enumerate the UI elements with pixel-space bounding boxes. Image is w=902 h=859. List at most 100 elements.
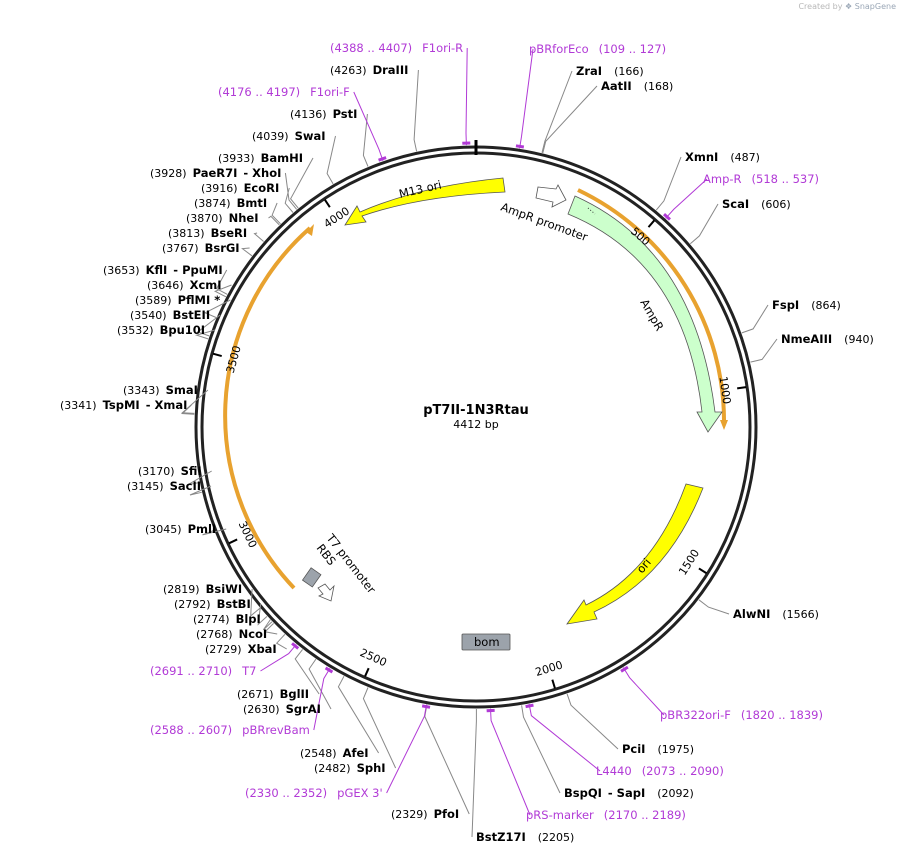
leader-pfoi (424, 704, 470, 815)
site-xmni[interactable]: (487)XmnI (685, 150, 760, 164)
primer-f1ori-f[interactable]: (4176 .. 4197)F1ori-F (218, 85, 350, 99)
tick-3500 (212, 352, 222, 358)
site-name: BmtI (237, 196, 268, 210)
ampr-feature[interactable] (567, 195, 723, 433)
rbs-feature[interactable] (301, 567, 322, 588)
site-position: (1975) (657, 743, 694, 756)
primer-range: (2588 .. 2607) (150, 723, 232, 737)
site-bseri[interactable]: (3813)BseRI (168, 226, 247, 240)
leader-afei (337, 675, 380, 754)
site-ecori[interactable]: (3916)EcoRI (201, 181, 279, 195)
tick-3000 (228, 538, 238, 545)
primer-range: (2691 .. 2710) (150, 664, 232, 678)
site-alwni[interactable]: (1566)AlwNI (733, 607, 819, 621)
site-name: ZraI (576, 64, 602, 78)
site-xcmi[interactable]: (3646)XcmI (147, 278, 222, 292)
leader-sfii (187, 470, 212, 486)
site-bglii[interactable]: (2671) BglII (237, 687, 309, 701)
site-draiii[interactable]: (4263)DraIII (330, 63, 408, 77)
site-name: NheI (229, 211, 259, 225)
site-pmli[interactable]: (3045)PmlI (145, 522, 216, 536)
site-scai[interactable]: (606)ScaI (722, 197, 791, 211)
primer-pbrforeco[interactable]: (109 .. 127)pBRforEco (529, 42, 666, 56)
primer-amp-r[interactable]: (518 .. 537)Amp-R (703, 172, 819, 186)
primer-name: T7 (241, 664, 256, 678)
site-name: TspMI (103, 398, 140, 412)
primer-name: F1ori-R (422, 41, 463, 55)
primer-range: (2073 .. 2090) (642, 764, 724, 778)
site-name: PciI (622, 742, 645, 756)
site-fspi[interactable]: (864)FspI (772, 298, 841, 312)
site-afei[interactable]: (2548)AfeI (300, 746, 369, 760)
site-name: BstEII (173, 308, 211, 322)
site-swai[interactable]: (4039)SwaI (252, 129, 326, 143)
site-tspmi[interactable]: (3341)TspMI- XmaI (60, 398, 187, 412)
primer-f1ori-r[interactable]: (4388 .. 4407)F1ori-R (330, 41, 463, 55)
primer-leader-f1ori-r (465, 47, 468, 146)
site-position: (2671) (237, 688, 274, 701)
ori-feature[interactable] (566, 483, 704, 625)
leader-xbai (275, 633, 287, 650)
primer-range: (2330 .. 2352) (245, 786, 327, 800)
site-name: XmnI (685, 150, 718, 164)
primer-range: (1820 .. 1839) (741, 708, 823, 722)
site-bstbi[interactable]: (2792)BstBI (174, 597, 251, 611)
site-name: BglII (280, 687, 310, 701)
site-xbai[interactable]: (2729)XbaI (205, 642, 277, 656)
primer-leader-t7 (260, 644, 297, 672)
site-sgrai[interactable]: (2630)SgrAI (243, 702, 321, 716)
site-name: Bpu10I (160, 323, 205, 337)
site-pcii[interactable]: (1975) PciI (622, 742, 694, 756)
primer-pbr322ori-f[interactable]: (1820 .. 1839)pBR322ori-F (660, 708, 823, 722)
leader-blpi (262, 618, 273, 631)
site-aatii[interactable]: (168)AatII (601, 79, 673, 93)
primer-t7[interactable]: (2691 .. 2710) T7 (150, 664, 256, 678)
site-name: AatII (601, 79, 632, 93)
primer-pgex-3[interactable]: (2330 .. 2352) pGEX 3' (245, 786, 383, 800)
site-position: (166) (614, 65, 644, 78)
site-bmti[interactable]: (3874)BmtI (194, 196, 267, 210)
site-pfoi[interactable]: (2329)PfoI (391, 807, 459, 821)
site-name: BseRI (211, 226, 248, 240)
site-bstz17i[interactable]: (2205)BstZ17I (476, 830, 574, 844)
primer-l4440[interactable]: (2073 .. 2090)L4440 (596, 764, 724, 778)
site-kfli[interactable]: (3653)KflI- PpuMI (103, 263, 223, 277)
leader-draiii (413, 69, 419, 152)
site-bsiwi[interactable]: (2819)BsiWI (163, 582, 242, 596)
primer-leader-pbrrevbam (313, 668, 331, 731)
labels: 5001000150020002500300035004000(4263)Dra… (60, 41, 874, 844)
leader-bstz17i (471, 709, 477, 838)
leader-sgrai (308, 658, 332, 710)
primer-pbrrevbam[interactable]: (2588 .. 2607)pBRrevBam (150, 723, 310, 737)
site-sphi[interactable]: (2482)SphI (314, 761, 386, 775)
site-nhei[interactable]: (3870)NheI (186, 211, 258, 225)
site-nmeaiii[interactable]: (940)NmeAIII (781, 332, 874, 346)
site-smai[interactable]: (3343)SmaI (123, 383, 198, 397)
site-bspqi[interactable]: (2092)BspQI- SapI (564, 786, 694, 800)
site-psti[interactable]: (4136)PstI (290, 107, 357, 121)
ampr-promoter-feature[interactable] (535, 184, 567, 208)
primer-prs-marker[interactable]: (2170 .. 2189)pRS-marker (526, 808, 686, 822)
leader-paer7i (284, 172, 298, 210)
primer-leader-pbr322ori-f (622, 667, 665, 716)
site-sacii[interactable]: (3145)SacII (127, 479, 201, 493)
site-bsteii[interactable]: (3540)BstEII (130, 308, 210, 322)
primer-name: pGEX 3' (337, 786, 383, 800)
bom-feature[interactable] (461, 633, 511, 651)
site-bsrgi[interactable]: (3767)BsrGI (162, 241, 240, 255)
primer-leader-t7-binding-mark (291, 642, 300, 650)
tick-label-4000: 4000 (322, 204, 353, 230)
site-zrai[interactable]: (166) ZraI (576, 64, 644, 78)
primer-leader-pbrrevbam-binding-mark (324, 666, 334, 674)
site-paer7i[interactable]: (3928)PaeR7I- XhoI (150, 166, 281, 180)
site-ncoi[interactable]: (2768)NcoI (196, 627, 267, 641)
m13-ori-feature[interactable] (344, 177, 506, 226)
site-bpu10i[interactable]: (3532)Bpu10I (117, 323, 205, 337)
site-bamhi[interactable]: (3933)BamHI (218, 151, 303, 165)
site-pflmi[interactable]: (3589)PflMI * (135, 293, 220, 307)
site-sfii[interactable]: (3170)SfiI (138, 464, 202, 478)
site-position: (2329) (391, 808, 428, 821)
site-blpi[interactable]: (2774)BlpI (193, 612, 261, 626)
t7-promoter-feature[interactable] (317, 583, 335, 602)
leader-sphi (362, 687, 397, 769)
